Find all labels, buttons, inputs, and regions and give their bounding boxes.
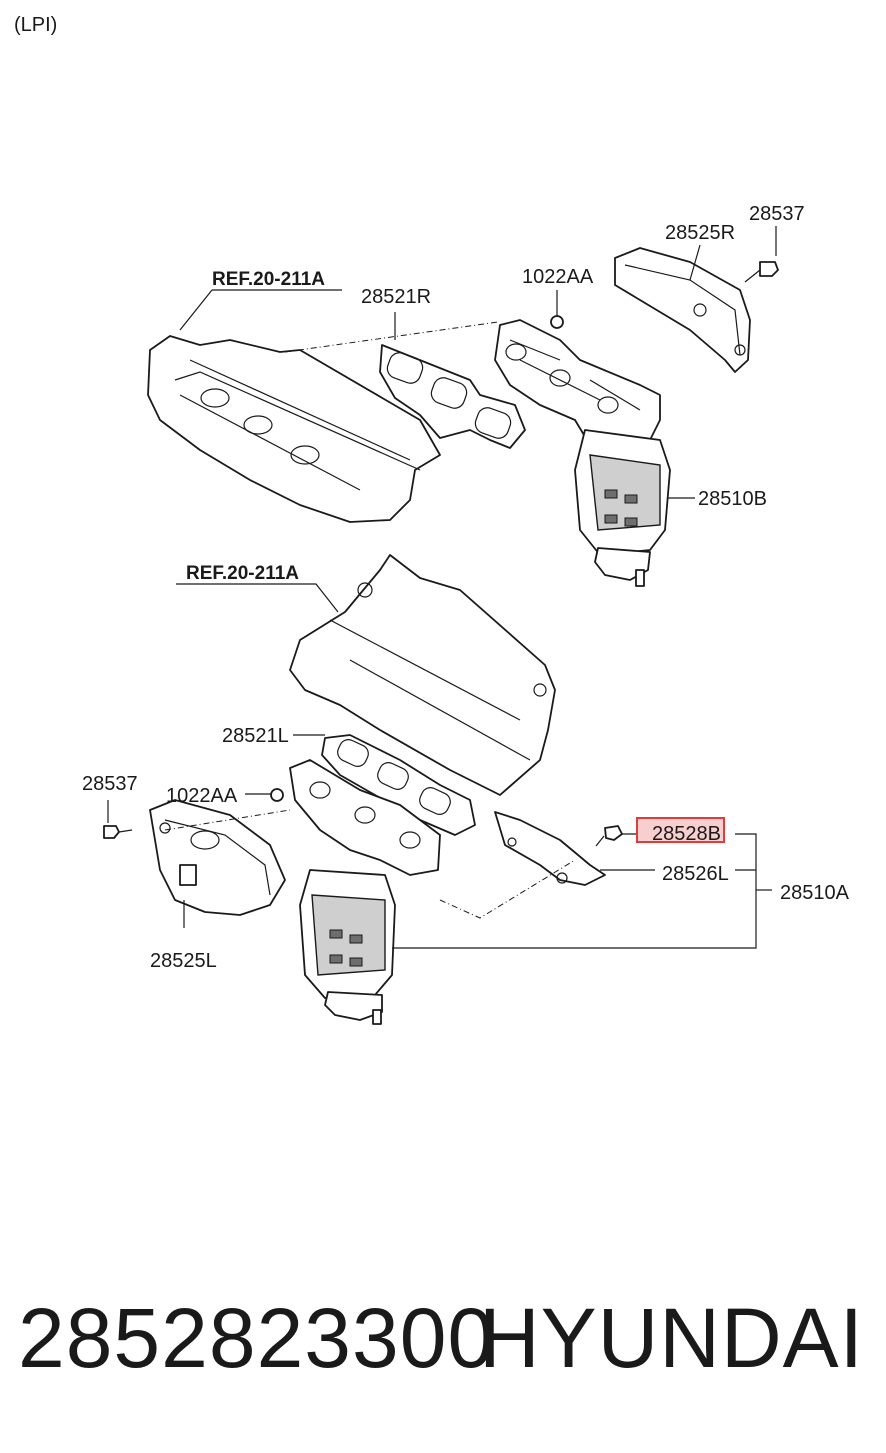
heat-shield-28526L [494, 811, 606, 886]
label-28525R[interactable]: 28525R [665, 222, 735, 244]
label-28510B[interactable]: 28510B [698, 488, 767, 510]
catalytic-converter-28510B [574, 429, 671, 587]
bolt-28537-upper [744, 261, 779, 283]
label-28525L[interactable]: 28525L [150, 950, 217, 972]
label-28521R[interactable]: 28521R [361, 286, 431, 308]
nut-1022AA-upper [550, 315, 564, 329]
variant-label: (LPI) [14, 14, 58, 36]
bolt-28537-lower [103, 825, 133, 839]
label-1022AA-left[interactable]: 1022AA [166, 785, 238, 807]
highlight-box-28528B [636, 817, 725, 843]
label-28537-right[interactable]: 28537 [749, 203, 805, 225]
label-28510A[interactable]: 28510A [780, 882, 850, 904]
brand-name: HYUNDAI [478, 1291, 864, 1385]
gasket-28521R [379, 344, 526, 449]
part-number: 2852823300 [18, 1291, 496, 1385]
catalytic-converter-28510A [299, 869, 396, 1025]
label-1022AA-right[interactable]: 1022AA [522, 266, 594, 288]
ref-label-upper[interactable]: REF.20-211A [212, 269, 325, 290]
label-28521L[interactable]: 28521L [222, 725, 289, 747]
heat-shield-28525L [149, 799, 286, 916]
cylinder-head-upper [147, 335, 441, 523]
exhaust-manifold-lower [289, 759, 441, 876]
nut-1022AA-lower [270, 788, 284, 802]
label-28528B[interactable]: 28528B [652, 823, 721, 845]
leader-lines [107, 226, 777, 949]
ref-label-lower[interactable]: REF.20-211A [186, 563, 299, 584]
heat-shield-28525R [614, 247, 751, 373]
label-28537-left[interactable]: 28537 [82, 773, 138, 795]
footer: 2852823300 HYUNDAI [0, 1290, 886, 1400]
gasket-28521L [321, 734, 476, 836]
bolt-28528B [595, 825, 623, 847]
cylinder-head-lower [289, 554, 556, 796]
label-28526L[interactable]: 28526L [662, 863, 729, 885]
